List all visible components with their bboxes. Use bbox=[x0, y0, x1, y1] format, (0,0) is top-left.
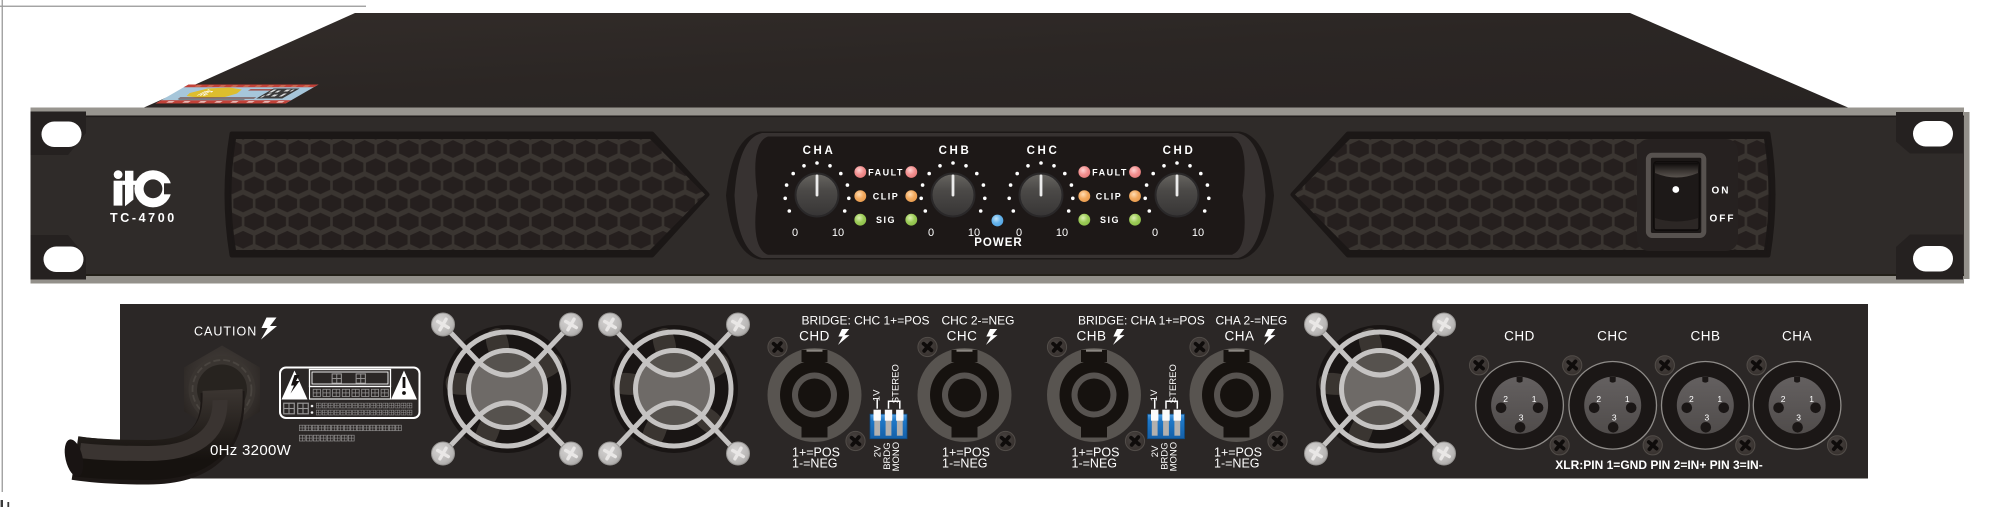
svg-text:10: 10 bbox=[1056, 227, 1068, 239]
svg-text:CLIP: CLIP bbox=[1096, 192, 1123, 202]
svg-text:SIG: SIG bbox=[876, 215, 896, 225]
svg-text:0: 0 bbox=[792, 227, 798, 239]
svg-text:CHC: CHC bbox=[947, 329, 978, 344]
svg-text:itc: itc bbox=[193, 88, 220, 97]
svg-text:BRIDGE: CHA 1+=POS: BRIDGE: CHA 1+=POS bbox=[1078, 314, 1205, 328]
svg-text:CHB: CHB bbox=[939, 145, 972, 157]
svg-text:CHC: CHC bbox=[1027, 145, 1060, 157]
svg-text:FAULT: FAULT bbox=[1092, 167, 1128, 177]
svg-text:XLR:PIN 1=GND PIN 2=IN+ PIN 3=: XLR:PIN 1=GND PIN 2=IN+ PIN 3=IN- bbox=[1555, 458, 1762, 472]
svg-text:CHA 2-=NEG: CHA 2-=NEG bbox=[1216, 314, 1288, 328]
svg-text:CHA: CHA bbox=[803, 145, 836, 157]
svg-text:SIG: SIG bbox=[1100, 215, 1120, 225]
svg-text:10: 10 bbox=[1192, 227, 1204, 239]
svg-text:CHC 2-=NEG: CHC 2-=NEG bbox=[942, 314, 1015, 328]
svg-text:FAULT: FAULT bbox=[868, 167, 904, 177]
svg-text:CHA: CHA bbox=[1224, 329, 1254, 344]
svg-text:0: 0 bbox=[928, 227, 934, 239]
svg-text:CHC: CHC bbox=[1597, 329, 1628, 344]
svg-text:POWER: POWER bbox=[974, 237, 1022, 249]
svg-text:CHB: CHB bbox=[1076, 329, 1106, 344]
svg-text:0: 0 bbox=[1152, 227, 1158, 239]
svg-text:CHA: CHA bbox=[1782, 329, 1812, 344]
svg-text:10: 10 bbox=[968, 227, 980, 239]
svg-text:0: 0 bbox=[1016, 227, 1022, 239]
svg-text:BRIDGE: CHC 1+=POS: BRIDGE: CHC 1+=POS bbox=[802, 314, 930, 328]
svg-text:OFF: OFF bbox=[1710, 214, 1736, 225]
svg-text:10: 10 bbox=[832, 227, 844, 239]
svg-text:CHB: CHB bbox=[1690, 329, 1720, 344]
svg-text:CHD: CHD bbox=[1504, 329, 1535, 344]
svg-text:0Hz 3200W: 0Hz 3200W bbox=[210, 442, 292, 459]
svg-text:CHD: CHD bbox=[1163, 145, 1196, 157]
svg-text:ON: ON bbox=[1712, 186, 1731, 197]
svg-text:CHD: CHD bbox=[799, 329, 830, 344]
svg-text:CAUTION: CAUTION bbox=[194, 325, 257, 339]
svg-text:CLIP: CLIP bbox=[873, 192, 900, 202]
svg-text:TC-4700: TC-4700 bbox=[110, 211, 177, 225]
